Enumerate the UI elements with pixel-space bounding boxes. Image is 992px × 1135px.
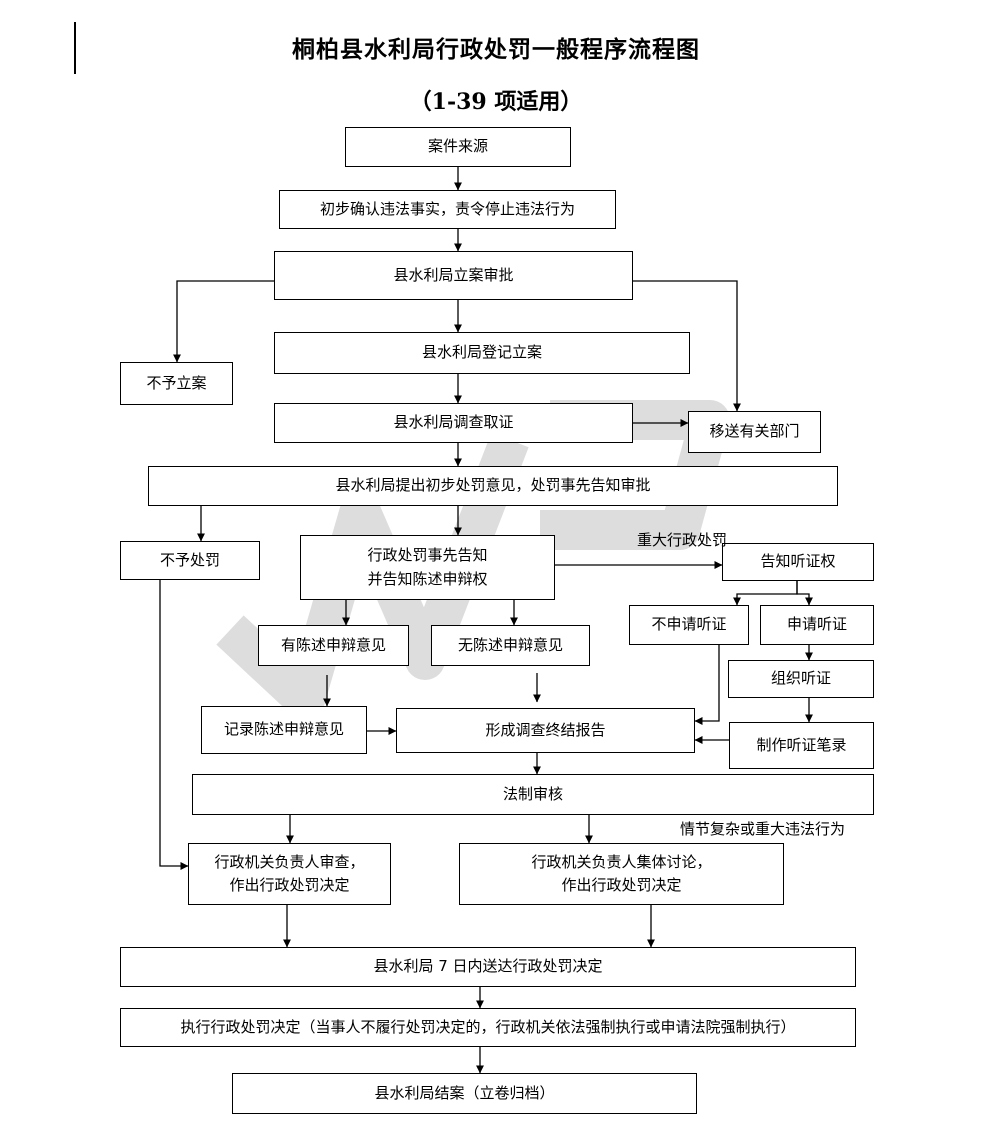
node-has-statement: 有陈述申辩意见	[258, 625, 409, 666]
node-deliver-decision: 县水利局 7 日内送达行政处罚决定	[120, 947, 856, 987]
node-hearing-apply: 申请听证	[760, 605, 874, 645]
page-subtitle: （1-39 项适用）	[409, 89, 583, 115]
collective-line-2: 作出行政处罚决定	[561, 876, 682, 894]
leader-review-line-2: 作出行政处罚决定	[229, 876, 350, 894]
node-collective-discussion: 行政机关负责人集体讨论， 作出行政处罚决定	[459, 843, 784, 905]
node-execute-decision: 执行行政处罚决定（当事人不履行处罚决定的，行政机关依法强制执行或申请法院强制执行…	[120, 1008, 856, 1047]
arrow-right-hearing	[796, 581, 813, 606]
node-legal-review: 法制审核	[192, 774, 874, 815]
node-investigate: 县水利局调查取证	[274, 403, 633, 443]
collective-line-1: 行政机关负责人集体讨论，	[531, 852, 712, 871]
node-case-source: 案件来源	[345, 127, 571, 167]
node-no-penalty: 不予处罚	[120, 541, 260, 580]
arrow-right-nohearing	[733, 581, 798, 606]
node-final-report: 形成调查终结报告	[396, 708, 695, 753]
arrow-approval-nofiling	[173, 280, 274, 363]
prior-notice-line-2: 并告知陈述申辩权	[367, 569, 488, 588]
node-hearing-minutes: 制作听证笔录	[729, 722, 874, 769]
node-no-statement: 无陈述申辩意见	[431, 625, 590, 666]
page-title: 桐柏县水利局行政处罚一般程序流程图	[292, 36, 700, 63]
arrow-nopenalty-leader	[159, 580, 189, 870]
node-no-filing: 不予立案	[120, 362, 233, 405]
node-register: 县水利局登记立案	[274, 332, 690, 374]
node-transfer: 移送有关部门	[688, 411, 821, 453]
prior-notice-line-1: 行政处罚事先告知	[367, 546, 488, 565]
page-margin-rule	[74, 22, 76, 74]
arrow-approval-transfer	[633, 280, 741, 412]
node-record-statement: 记录陈述申辩意见	[201, 706, 367, 754]
node-leader-review: 行政机关负责人审查， 作出行政处罚决定	[188, 843, 391, 905]
label-complex-case: 情节复杂或重大违法行为	[680, 820, 846, 838]
node-preliminary-confirm: 初步确认违法事实，责令停止违法行为	[279, 190, 616, 229]
node-prior-notice: 行政处罚事先告知 并告知陈述申辩权	[300, 535, 555, 600]
node-no-hearing-apply: 不申请听证	[629, 605, 749, 645]
label-major-penalty: 重大行政处罚	[637, 531, 728, 549]
node-organize-hearing: 组织听证	[728, 660, 874, 698]
node-close-case: 县水利局结案（立卷归档）	[232, 1073, 697, 1114]
node-preliminary-opinion: 县水利局提出初步处罚意见，处罚事先告知审批	[148, 466, 838, 506]
node-hearing-right: 告知听证权	[722, 543, 874, 581]
node-filing-approval: 县水利局立案审批	[274, 251, 633, 300]
leader-review-line-1: 行政机关负责人审查，	[214, 852, 365, 871]
arrow-nohearing-report	[694, 645, 720, 725]
